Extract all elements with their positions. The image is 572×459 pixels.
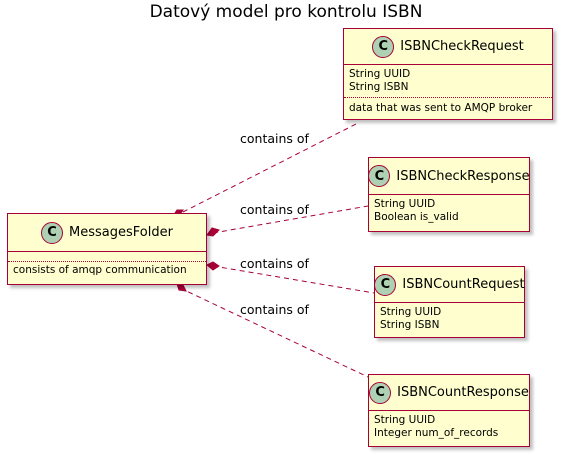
class-name: ISBNCountResponse bbox=[397, 385, 529, 400]
class-field: String UUID bbox=[380, 306, 442, 318]
relation-label: contains of bbox=[240, 131, 309, 146]
class-note: data that was sent to AMQP broker bbox=[349, 102, 533, 114]
class-badge-icon: C bbox=[372, 35, 395, 58]
class-field: Integer num_of_records bbox=[374, 427, 499, 439]
composition-diamond-count-request bbox=[206, 261, 220, 271]
composition-diamond-check-response bbox=[206, 227, 220, 237]
class-field: String UUID bbox=[349, 68, 411, 80]
class-badge-icon: C bbox=[374, 273, 397, 296]
relation-label: contains of bbox=[240, 202, 309, 217]
class-messages-folder[interactable]: C MessagesFolder consists of amqp commun… bbox=[7, 213, 207, 285]
class-name: MessagesFolder bbox=[69, 225, 173, 240]
class-field: String ISBN bbox=[380, 319, 440, 331]
class-field: Boolean is_valid bbox=[374, 211, 459, 223]
diagram-title: Datový model pro kontrolu ISBN bbox=[149, 2, 423, 22]
composition-diamond-count-response bbox=[176, 283, 187, 292]
class-badge-icon: C bbox=[41, 221, 64, 244]
relation-line-count-request bbox=[212, 265, 375, 294]
relation-line-count-response bbox=[179, 287, 369, 378]
relation-label: contains of bbox=[240, 302, 309, 317]
class-field: String UUID bbox=[374, 198, 436, 210]
class-isbn-check-request[interactable]: C ISBNCheckRequest String UUID String IS… bbox=[343, 28, 553, 120]
class-note: consists of amqp communication bbox=[13, 264, 187, 276]
class-name: ISBNCountRequest bbox=[402, 277, 525, 292]
class-badge-icon: C bbox=[368, 165, 391, 187]
class-name: ISBNCheckResponse bbox=[396, 168, 530, 184]
relation-label: contains of bbox=[240, 256, 309, 271]
class-isbn-check-response[interactable]: C ISBNCheckResponse String UUID Boolean … bbox=[368, 157, 530, 232]
class-field: String ISBN bbox=[349, 81, 409, 93]
class-name: ISBNCheckRequest bbox=[400, 39, 524, 54]
class-isbn-count-request[interactable]: C ISBNCountRequest String UUID String IS… bbox=[374, 266, 525, 338]
class-badge-icon: C bbox=[369, 381, 392, 404]
class-isbn-count-response[interactable]: C ISBNCountResponse String UUID Integer … bbox=[368, 374, 530, 447]
class-field: String UUID bbox=[374, 414, 436, 426]
